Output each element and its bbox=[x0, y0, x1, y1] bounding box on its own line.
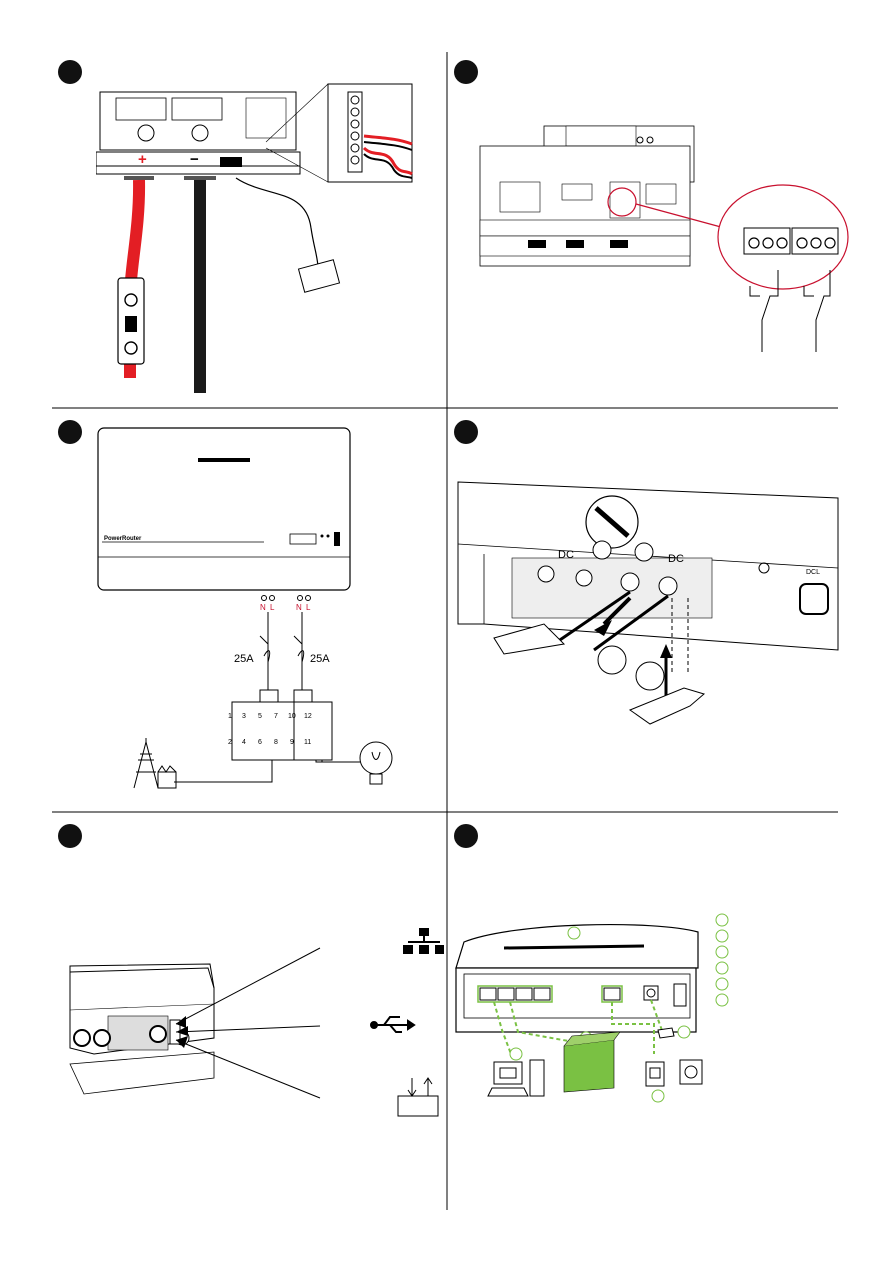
unlock-tool bbox=[628, 687, 706, 725]
step-marker-6 bbox=[454, 824, 478, 848]
step-b-circle bbox=[635, 661, 665, 691]
panel-2-terminal-wiring bbox=[479, 125, 849, 352]
breaker-left-label: 25A bbox=[234, 653, 254, 665]
lamp-icon bbox=[359, 741, 393, 785]
power-adapter bbox=[657, 1027, 675, 1039]
relay-label-11: 11 bbox=[304, 739, 311, 746]
breaker-right-label: 25A bbox=[310, 653, 330, 665]
inverter-housing bbox=[97, 427, 351, 591]
sensor-wire bbox=[235, 177, 319, 269]
computer-icon bbox=[487, 1059, 545, 1097]
terminal-n-left: N bbox=[260, 603, 266, 612]
relay-label-1: 1 bbox=[228, 713, 232, 720]
network-icon bbox=[403, 928, 444, 954]
inverter-unit bbox=[563, 1039, 615, 1093]
relay-label-8: 8 bbox=[274, 739, 278, 746]
io-icon bbox=[397, 1077, 439, 1117]
step-marker-4 bbox=[454, 420, 478, 444]
terminal-zoom-box bbox=[327, 83, 413, 183]
panel-3-ac-wiring: PowerRouter N L N L 25A 25A 1 3 5 7 10 1… bbox=[97, 427, 393, 789]
step-marker-2 bbox=[454, 60, 478, 84]
brand-label: PowerRouter bbox=[104, 536, 142, 542]
usb-icon bbox=[370, 1016, 416, 1033]
phone-socket-icon bbox=[645, 1061, 665, 1087]
relay-label-2: 2 bbox=[228, 739, 232, 746]
plus-label: + bbox=[138, 151, 147, 168]
relay-label-10: 10 bbox=[288, 713, 296, 720]
step-marker-3 bbox=[58, 420, 82, 444]
relay-label-4: 4 bbox=[242, 739, 246, 746]
panel-4-dc-connector-removal: DC DC DCL bbox=[457, 481, 839, 725]
terminal-l-right: L bbox=[306, 603, 311, 612]
relay-block-right bbox=[293, 701, 333, 761]
dc-mark-b: DC bbox=[668, 553, 684, 565]
power-socket-icon bbox=[679, 1059, 703, 1085]
relay-label-3: 3 bbox=[242, 713, 246, 720]
highlight-circle bbox=[607, 187, 637, 217]
step-marker-5 bbox=[58, 824, 82, 848]
minus-label: − bbox=[190, 151, 199, 168]
panel-6-router-connection bbox=[455, 913, 729, 1103]
relay-label-6: 6 bbox=[258, 739, 262, 746]
relay-label-9: 9 bbox=[290, 739, 294, 746]
terminal-n-right: N bbox=[296, 603, 302, 612]
relay-label-5: 5 bbox=[258, 713, 262, 720]
relay-block-left bbox=[231, 701, 295, 761]
step-a-circle bbox=[597, 645, 627, 675]
temperature-sensor bbox=[297, 259, 341, 293]
panel-1-battery-connection: + − bbox=[96, 83, 413, 393]
dc-mark-a: DC bbox=[558, 549, 574, 561]
relay-label-12: 12 bbox=[304, 713, 312, 720]
grid-pylon-icon bbox=[133, 738, 177, 789]
terminal-l-left: L bbox=[270, 603, 275, 612]
panel-5-communication-ports bbox=[69, 928, 444, 1117]
pull-arrow bbox=[602, 596, 632, 626]
step-marker-1 bbox=[58, 60, 82, 84]
dcl-tag: DCL bbox=[806, 569, 820, 576]
relay-label-7: 7 bbox=[274, 713, 278, 720]
